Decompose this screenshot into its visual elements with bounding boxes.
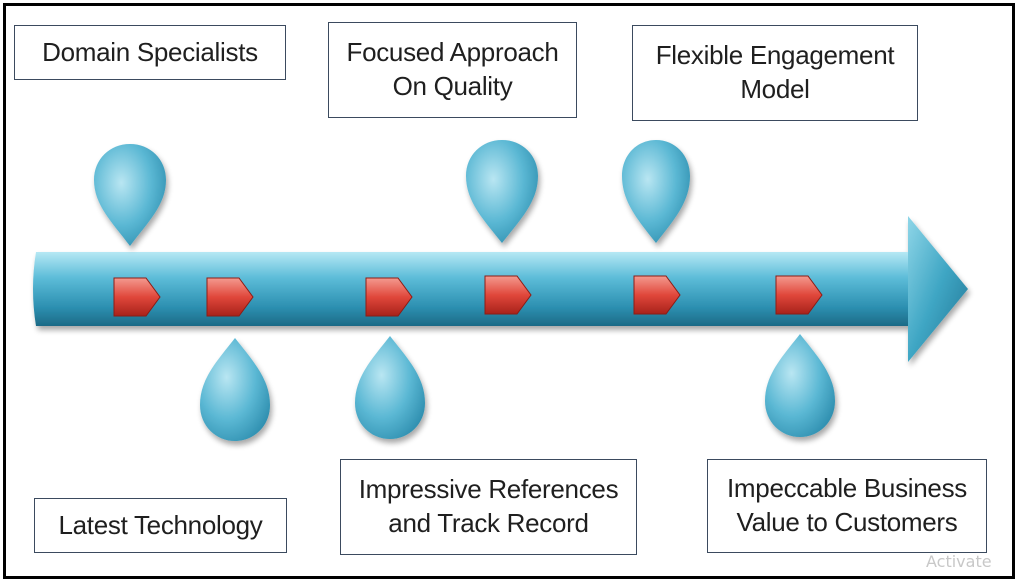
label-impeccable-business-value: Impeccable Business Value to Customers xyxy=(707,459,987,553)
step-marker-4 xyxy=(484,275,532,315)
label-latest-technology: Latest Technology xyxy=(34,498,287,553)
step-marker-6 xyxy=(775,275,823,315)
label-domain-specialists: Domain Specialists xyxy=(14,25,286,80)
watermark-text: Activate xyxy=(926,552,992,571)
label-flexible-engagement: Flexible Engagement Model xyxy=(632,25,918,121)
drop-marker-top-1 xyxy=(94,144,166,246)
step-marker-2 xyxy=(206,277,254,317)
drop-marker-bottom-3 xyxy=(765,334,835,437)
drop-marker-top-2 xyxy=(466,140,538,243)
drop-marker-bottom-1 xyxy=(200,338,270,441)
timeline-arrow xyxy=(33,216,968,362)
drop-marker-top-3 xyxy=(622,140,690,243)
drop-marker-bottom-2 xyxy=(355,336,425,439)
arrow-shaft xyxy=(33,252,912,326)
step-markers xyxy=(113,275,823,317)
label-focused-approach: Focused Approach On Quality xyxy=(328,22,577,118)
label-impressive-references: Impressive References and Track Record xyxy=(340,459,637,555)
step-marker-3 xyxy=(365,277,413,317)
step-marker-5 xyxy=(633,275,681,315)
arrow-head xyxy=(908,216,968,362)
step-marker-1 xyxy=(113,277,161,317)
